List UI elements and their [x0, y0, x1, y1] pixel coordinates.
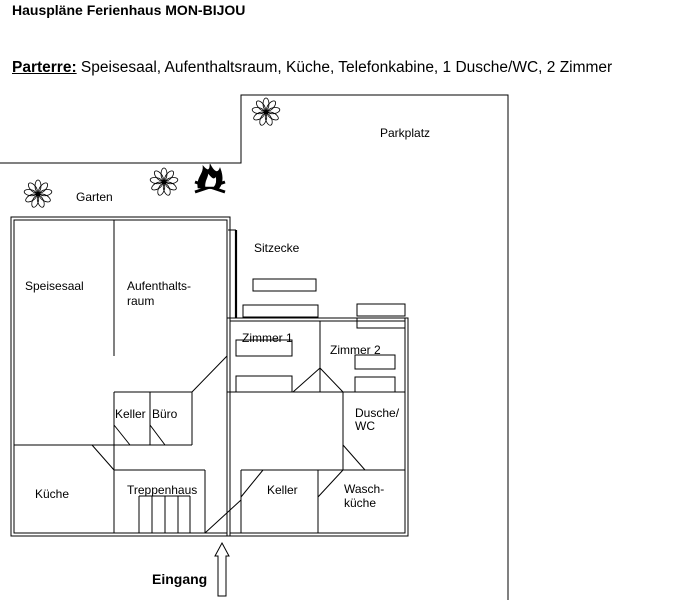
floor-label: Parterre: — [12, 59, 77, 76]
floor-rooms: Speisesaal, Aufenthaltsraum, Küche, Tele… — [76, 59, 613, 76]
entrance-arrow-icon — [214, 541, 230, 597]
bed — [235, 375, 293, 393]
flower-icon — [149, 167, 179, 196]
flower-icon — [23, 179, 53, 208]
bench — [242, 304, 319, 318]
label-speisesaal: Speisesaal — [25, 279, 84, 293]
bench — [356, 303, 406, 317]
label-keller-left: Keller — [115, 407, 146, 421]
furniture — [235, 278, 406, 393]
label-eingang: Eingang — [152, 571, 207, 587]
label-buero: Büro — [152, 407, 178, 421]
label-aufenthaltsraum-1: Aufenthalts- — [127, 279, 191, 293]
bench — [356, 317, 406, 329]
building-walls — [10, 216, 409, 537]
label-sitzecke: Sitzecke — [254, 241, 300, 255]
bed — [354, 376, 396, 393]
label-treppenhaus: Treppenhaus — [127, 483, 197, 497]
label-dusche-wc-2: WC — [355, 419, 375, 433]
label-keller-bottom: Keller — [267, 483, 298, 497]
flower-icon — [251, 97, 281, 126]
label-zimmer-1: Zimmer 1 — [242, 331, 293, 345]
label-waschkueche-1: Wasch- — [344, 482, 384, 496]
label-dusche-wc-1: Dusche/ — [355, 406, 400, 420]
label-waschkueche-2: küche — [344, 496, 376, 510]
label-kueche: Küche — [35, 487, 69, 501]
label-garten: Garten — [76, 190, 113, 204]
bed — [235, 339, 293, 357]
campfire-icon — [194, 163, 226, 194]
bench — [252, 278, 317, 292]
site-boundary — [0, 94, 509, 600]
label-aufenthaltsraum-2: raum — [127, 294, 154, 308]
door-swings — [91, 355, 366, 534]
page-title: Hauspläne Ferienhaus MON-BIJOU — [12, 2, 246, 18]
staircase — [138, 495, 191, 533]
floor-description: Parterre: Speisesaal, Aufenthaltsraum, K… — [12, 59, 612, 77]
bed — [354, 354, 396, 370]
label-parkplatz: Parkplatz — [380, 126, 430, 140]
label-zimmer-2: Zimmer 2 — [330, 343, 381, 357]
